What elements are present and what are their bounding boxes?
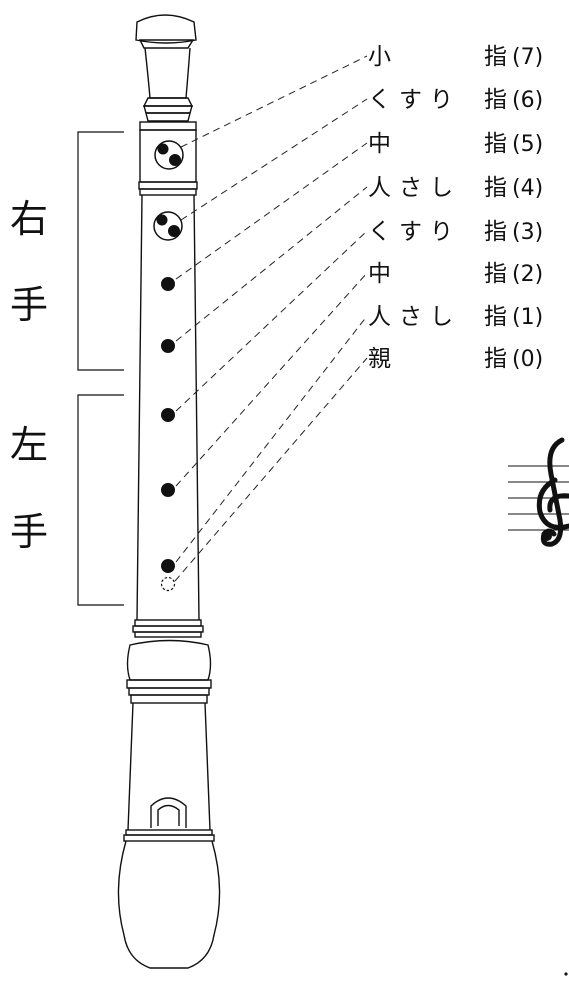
finger-label-5-name: 中 — [368, 131, 391, 157]
recorder-top-cap — [135, 14, 197, 44]
leader-line-0 — [174, 357, 368, 582]
finger-label-0-number: (0) — [512, 347, 543, 372]
finger-label-3-number: (3) — [512, 220, 543, 245]
leader-line-5 — [175, 142, 368, 280]
leader-line-1 — [175, 315, 368, 563]
finger-label-1-name: 人さし — [368, 304, 461, 330]
leader-line-3 — [175, 230, 368, 412]
thumb-hole-0 — [160, 576, 176, 592]
finger-label-4-suffix: 指 — [484, 175, 507, 201]
finger-labels: 小 指 (7) くすり 指 (6) 中 指 (5) 人さし 指 (4) くすり … — [368, 44, 543, 372]
leader-line-6 — [180, 98, 368, 221]
tone-hole-4 — [161, 339, 175, 353]
left-hand-bracket — [77, 394, 124, 606]
leader-line-7 — [180, 55, 368, 148]
recorder-window — [150, 797, 187, 828]
right-hand-bracket — [77, 131, 124, 371]
finger-label-3-name: くすり — [368, 219, 461, 245]
left-hand-label-2: 手 — [10, 510, 48, 554]
left-hand-label-1: 左 — [10, 423, 48, 467]
recorder-body — [136, 194, 200, 621]
recorder-head-flare — [144, 47, 191, 99]
leader-lines — [174, 55, 368, 582]
tone-hole-6-double — [153, 211, 183, 241]
tone-hole-2 — [161, 483, 175, 497]
finger-label-2-number: (2) — [512, 262, 543, 287]
treble-clef-staff — [508, 437, 569, 547]
finger-label-3-suffix: 指 — [484, 219, 507, 245]
finger-label-2-name: 中 — [368, 261, 391, 287]
right-hand-label-2: 手 — [10, 283, 48, 327]
finger-label-4-name: 人さし — [368, 175, 461, 201]
finger-label-0-name: 親 — [368, 346, 391, 372]
finger-label-6-suffix: 指 — [484, 87, 507, 113]
treble-clef-icon — [536, 437, 569, 547]
finger-label-7-name: 小 — [368, 44, 391, 70]
tone-hole-5 — [161, 277, 175, 291]
finger-label-1-number: (1) — [512, 305, 543, 330]
tone-hole-7-double — [154, 140, 184, 170]
finger-label-7-number: (7) — [512, 45, 543, 70]
recorder — [117, 14, 221, 969]
finger-label-6-number: (6) — [512, 88, 543, 113]
finger-label-5-suffix: 指 — [484, 131, 507, 157]
recorder-foot-bulb — [126, 639, 212, 681]
finger-label-6-name: くすり — [368, 87, 461, 113]
recorder-beak — [117, 840, 221, 969]
tone-hole-1 — [161, 559, 175, 573]
leader-line-4 — [175, 186, 368, 342]
tone-hole-3 — [161, 408, 175, 422]
finger-label-4-number: (4) — [512, 176, 543, 201]
finger-label-7-suffix: 指 — [484, 44, 507, 70]
right-hand-label-1: 右 — [10, 197, 48, 241]
finger-label-5-number: (5) — [512, 132, 543, 157]
finger-label-1-suffix: 指 — [484, 304, 507, 330]
corner-mark — [564, 972, 568, 976]
leader-line-2 — [175, 272, 368, 487]
tone-holes — [153, 140, 184, 592]
finger-label-2-suffix: 指 — [484, 261, 507, 287]
finger-label-0-suffix: 指 — [484, 346, 507, 372]
